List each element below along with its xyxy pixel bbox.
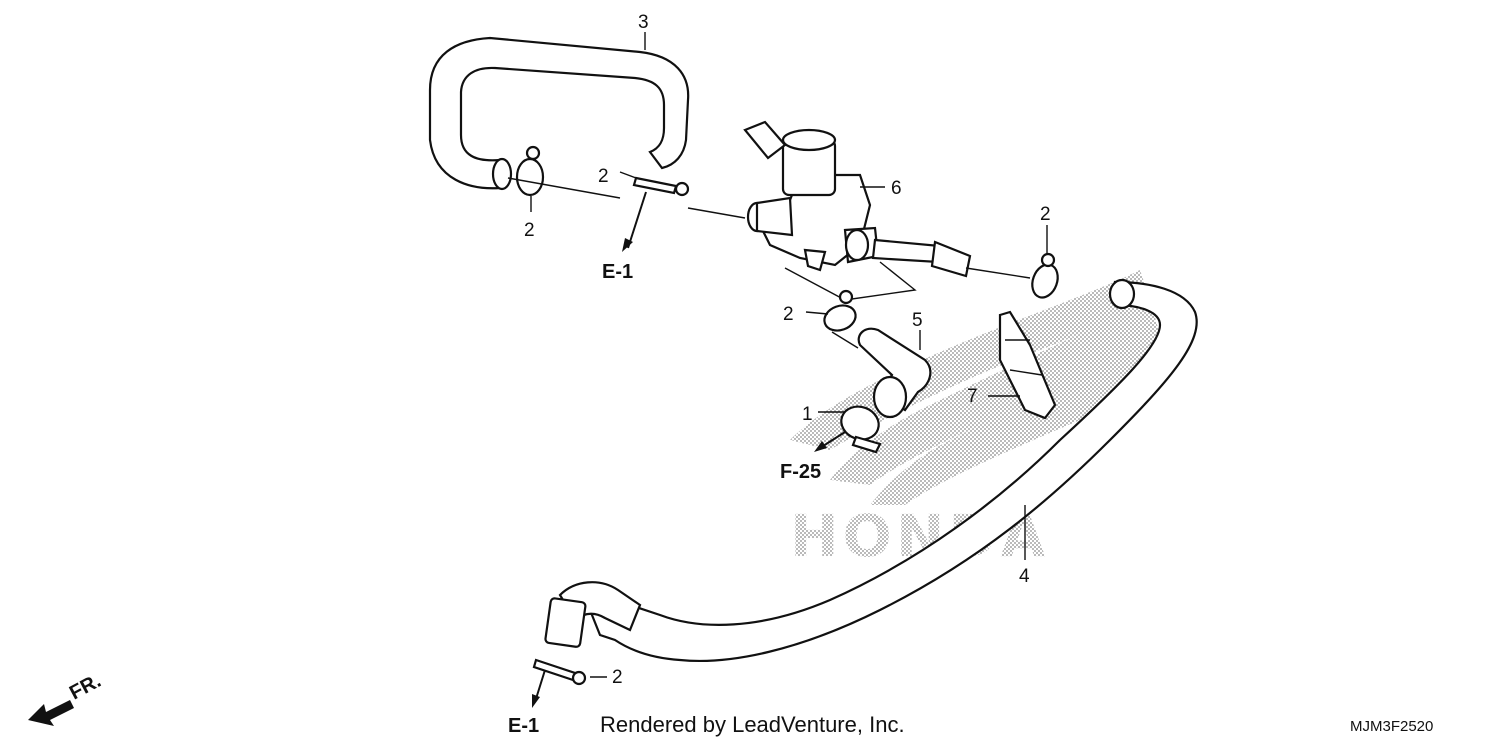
clip-part-2-center bbox=[632, 176, 690, 197]
diagram-code: MJM3F2520 bbox=[1350, 718, 1433, 735]
reference-e1-top: E-1 bbox=[602, 261, 633, 283]
reference-arrow-e1-top bbox=[622, 191, 647, 252]
callout-2-center-clamp: 2 bbox=[783, 304, 794, 325]
hose-part-4 bbox=[544, 278, 1198, 663]
render-credit: Rendered by LeadVenture, Inc. bbox=[600, 712, 905, 737]
callout-2-top-left-clamp: 2 bbox=[524, 220, 535, 241]
callout-2-right-clamp: 2 bbox=[1040, 204, 1051, 225]
clamp-part-2-right bbox=[1031, 252, 1059, 299]
elbow-part-5 bbox=[857, 327, 932, 419]
bracket-outline bbox=[784, 261, 917, 301]
callout-5: 5 bbox=[912, 310, 923, 331]
valve-part-6 bbox=[743, 120, 972, 278]
clamp-part-2-top-left bbox=[515, 145, 545, 197]
callout-6: 6 bbox=[891, 178, 902, 199]
callout-1: 1 bbox=[802, 404, 813, 425]
clamp-part-1 bbox=[840, 405, 882, 454]
callout-2-bottom-clip: 2 bbox=[612, 667, 623, 688]
clip-part-7 bbox=[998, 310, 1057, 420]
hose-part-3 bbox=[428, 36, 690, 191]
leader-lines bbox=[507, 32, 1048, 678]
clamp-part-2-center bbox=[823, 289, 857, 332]
clip-part-2-bottom bbox=[532, 658, 587, 686]
reference-f25: F-25 bbox=[780, 461, 821, 483]
reference-arrow-f25 bbox=[814, 431, 846, 452]
reference-e1-bottom: E-1 bbox=[508, 715, 539, 737]
callout-4: 4 bbox=[1019, 566, 1030, 587]
reference-arrow-e1-bottom bbox=[532, 669, 546, 708]
callout-7: 7 bbox=[967, 386, 978, 407]
front-direction-arrow-icon bbox=[28, 700, 74, 726]
front-direction-label: FR. bbox=[66, 670, 105, 705]
callout-3: 3 bbox=[638, 12, 649, 33]
callout-2-center-clip: 2 bbox=[598, 166, 609, 187]
